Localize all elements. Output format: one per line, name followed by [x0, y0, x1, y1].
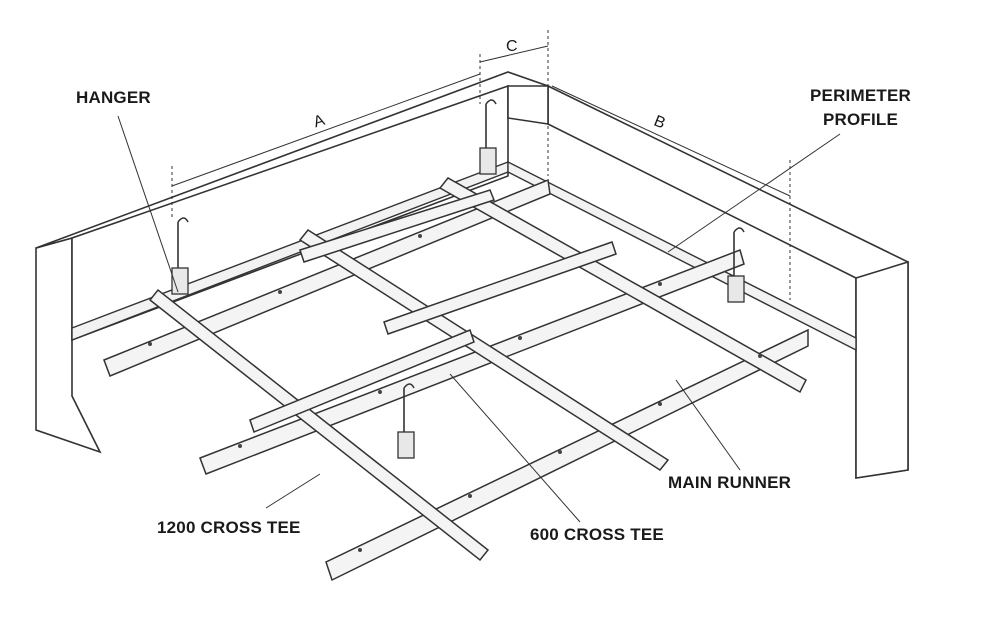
hanger-4: [397, 383, 415, 459]
perimeter-profile-label-line2: PROFILE: [822, 110, 899, 129]
hanger-3: [727, 227, 745, 303]
main-runner-label: MAIN RUNNER: [668, 473, 792, 492]
cross-tee-1200-label: 1200 CROSS TEE: [157, 518, 301, 537]
cross-tee-600-label: 600 CROSS TEE: [530, 525, 664, 544]
right-wall: [507, 84, 909, 479]
hanger-2: [479, 99, 497, 175]
perimeter-profile-label: PERIMETER PROFILE: [810, 84, 911, 132]
dimension-c-label: C: [506, 38, 518, 55]
hanger-1: [171, 217, 189, 295]
bar-holes: [148, 234, 762, 552]
cross-tees: [148, 177, 807, 562]
dimension-guides: [171, 30, 791, 300]
leader-lines: [117, 115, 841, 523]
hanger-label: HANGER: [76, 88, 151, 107]
perimeter-profile-label-line1: PERIMETER: [810, 86, 911, 105]
